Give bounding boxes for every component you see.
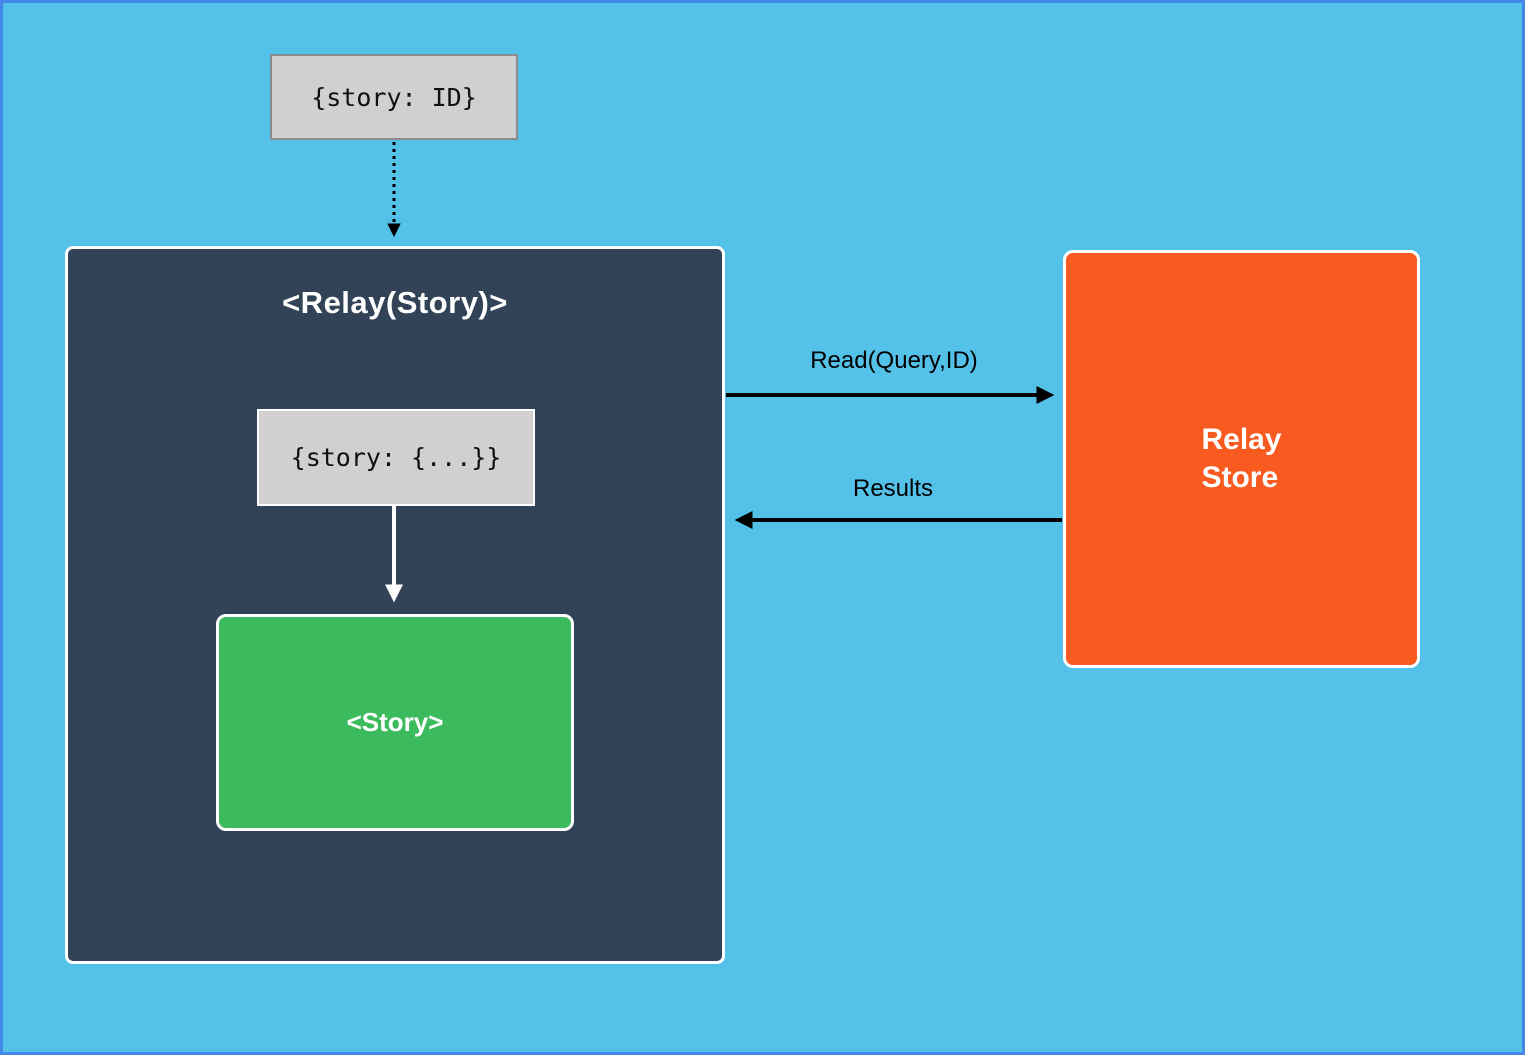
story-id-props-box: {story: ID} bbox=[270, 54, 518, 140]
relay-store-label: Relay Store bbox=[1201, 421, 1281, 497]
read-query-arrow-label: Read(Query,ID) bbox=[810, 347, 978, 374]
story-component-box: <Story> bbox=[216, 614, 574, 831]
story-object-props-text: {story: {...}} bbox=[290, 443, 502, 472]
relay-story-title: <Relay(Story)> bbox=[282, 285, 508, 320]
results-arrow-label: Results bbox=[852, 475, 934, 502]
story-id-props-text: {story: ID} bbox=[311, 82, 477, 112]
relay-store-box: Relay Store bbox=[1063, 250, 1420, 668]
story-object-props-box: {story: {...}} bbox=[257, 409, 535, 506]
relay-store-label-line2: Store bbox=[1201, 461, 1279, 494]
relay-store-label-line1: Relay bbox=[1201, 423, 1282, 456]
relay-story-container: <Relay(Story)> {story: {...}} <Story> bbox=[65, 246, 725, 964]
story-component-label: <Story> bbox=[346, 707, 444, 737]
